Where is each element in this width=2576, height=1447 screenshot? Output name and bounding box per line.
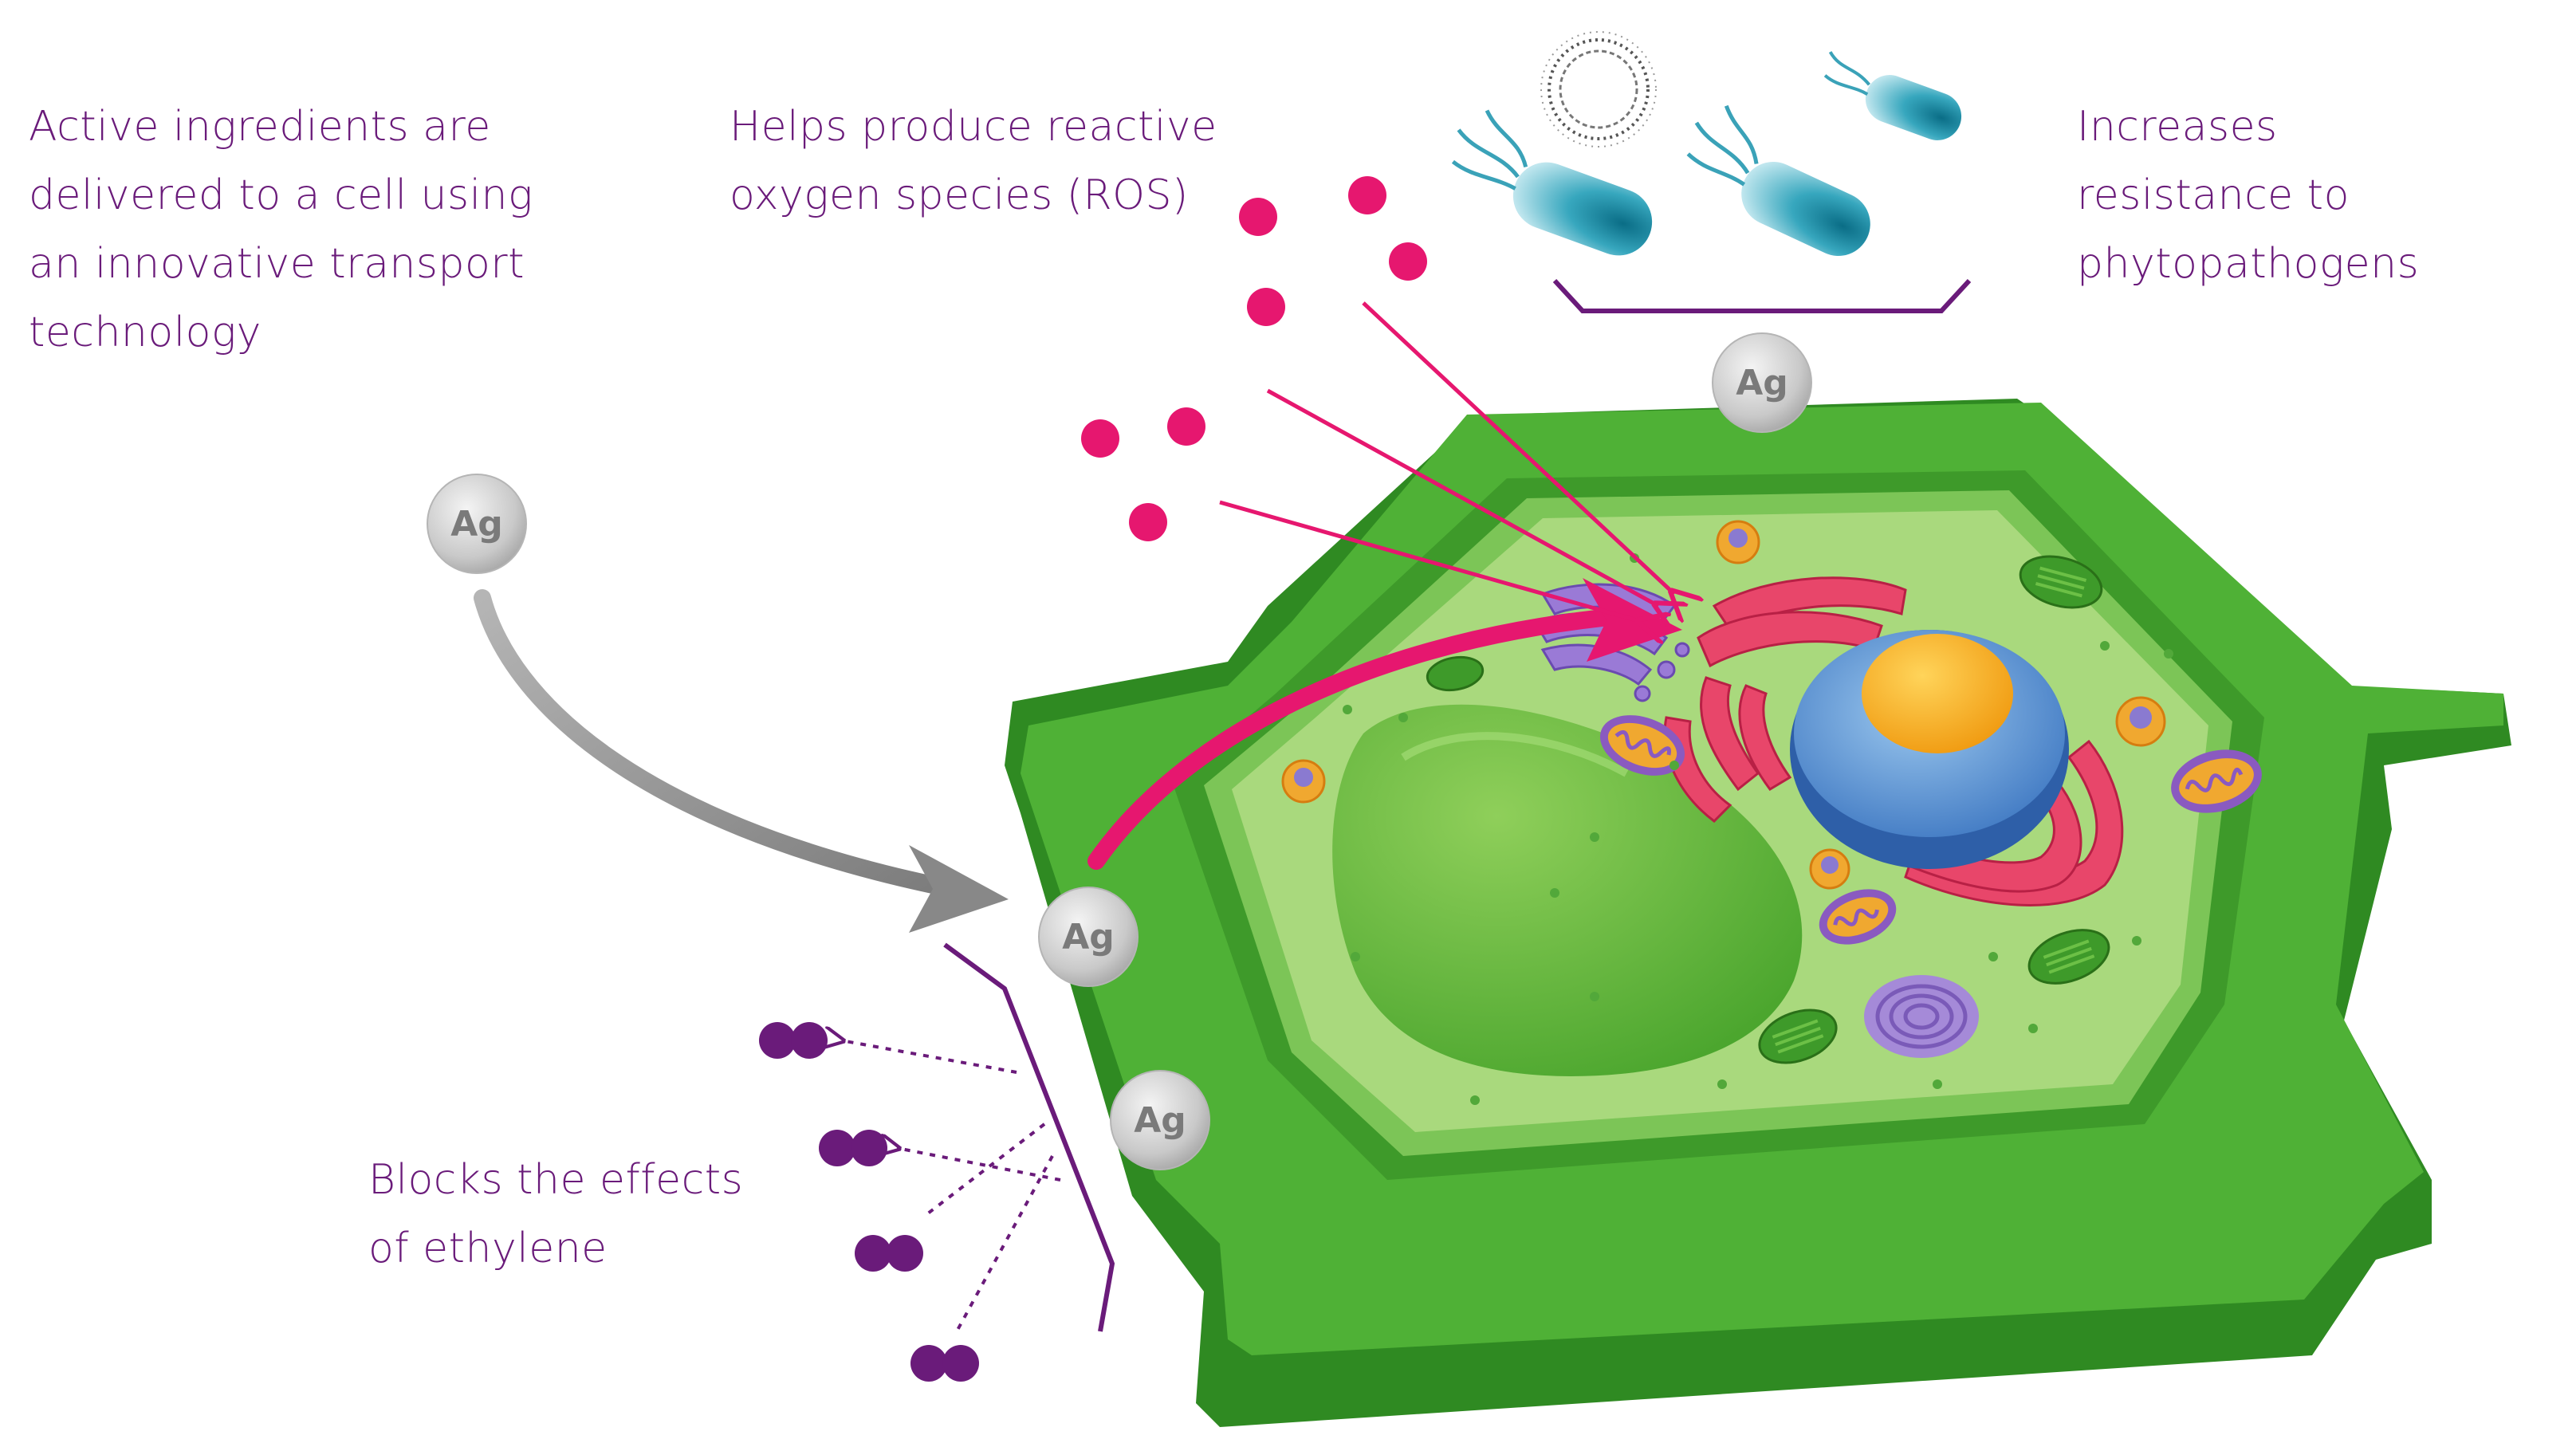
nucleus [1790, 630, 2069, 869]
plant-cell-icon [1005, 399, 2511, 1427]
ag-particle-left: Ag [427, 474, 527, 574]
lysosome [1864, 975, 1979, 1058]
nucleolus [1862, 634, 2013, 753]
ros-arrows [1219, 301, 1674, 622]
bacterium-icon [1451, 51, 1962, 257]
svg-text:Ag: Ag [1062, 917, 1115, 957]
ros-dot-icon [1081, 176, 1427, 541]
svg-text:Ag: Ag [1736, 363, 1788, 403]
ag-particle-lower: Ag [1110, 1070, 1210, 1170]
ethylene-label: Blocks the effects of ethylene [368, 1156, 744, 1272]
svg-text:Ag: Ag [1134, 1100, 1186, 1141]
ag-particle-entry: Ag [1038, 887, 1139, 987]
ag-particle-top: Ag [1712, 332, 1812, 433]
ethylene-arrows [841, 1040, 1061, 1332]
ros-label: Helps produce reactive oxygen species (R… [730, 103, 1217, 219]
mitochondria [1599, 715, 2262, 945]
ethylene-molecule-icon [759, 1022, 979, 1382]
chloroplasts [1426, 555, 2110, 1064]
resistance-label: Increases resistance to phytopathogens [2077, 103, 2420, 288]
pathogen-bracket [1552, 278, 1972, 313]
ethylene-barrier [943, 942, 1115, 1332]
svg-text:Ag: Ag [450, 504, 503, 545]
transport-arrow [474, 589, 1009, 933]
vesicles [1281, 520, 2166, 890]
virus-icon [1540, 31, 1657, 147]
central-vacuole [1332, 704, 1803, 1076]
transport-label: Active ingredients are delivered to a ce… [29, 103, 533, 356]
endoplasmic-reticulum [1663, 576, 2124, 906]
